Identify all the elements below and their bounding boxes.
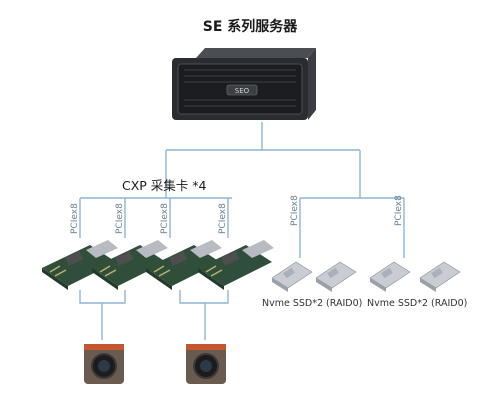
- diagram-title: SE 系列服务器: [202, 19, 298, 35]
- ssd-2: [315, 261, 357, 292]
- capture-card-1: [42, 240, 118, 290]
- capture-group-label: CXP 采集卡 *4: [122, 178, 207, 193]
- ssd-1: [271, 261, 313, 292]
- bus-label-card-1: PCIex8: [70, 203, 80, 234]
- link-card-drops: [79, 198, 229, 238]
- bus-label-card-3: PCIex8: [160, 203, 170, 234]
- connection-lines: [79, 122, 405, 340]
- server-icon: SEO: [172, 48, 316, 120]
- link-cam-pair-2: [179, 290, 229, 304]
- capture-card-2: [92, 240, 168, 290]
- ssd-label-1: Nvme SSD*2 (RAID0): [262, 298, 363, 309]
- camera-1: [84, 344, 124, 384]
- bus-label-ssd-2: PCIex8: [394, 195, 404, 226]
- bus-label-ssd-1: PCIex8: [290, 195, 300, 226]
- capture-card-icon: [42, 240, 274, 290]
- ssd-3: [369, 261, 411, 292]
- link-cam-pair-1: [79, 290, 126, 304]
- capture-card-4: [198, 240, 274, 290]
- link-ssd-drops: [299, 198, 405, 258]
- bus-label-card-2: PCIex8: [115, 203, 125, 234]
- ssd-4: [419, 261, 461, 292]
- bus-label-card-4: PCIex8: [218, 203, 228, 234]
- camera-icon: [84, 344, 226, 384]
- camera-2: [186, 344, 226, 384]
- capture-card-3: [146, 240, 222, 290]
- server-badge: SEO: [235, 87, 250, 95]
- ssd-label-2: Nvme SSD*2 (RAID0): [367, 298, 468, 309]
- ssd-icon: [271, 261, 461, 292]
